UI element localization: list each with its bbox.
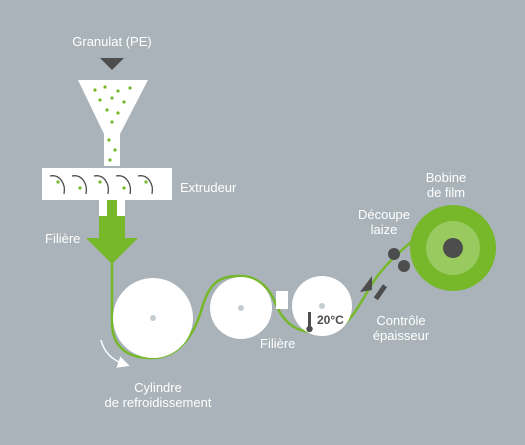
label-filiere-top: Filière: [45, 231, 81, 246]
filiere-block: [276, 291, 288, 309]
middle-roller: [210, 277, 272, 339]
label-controle: Contrôle épaisseur: [358, 313, 444, 343]
hopper: [78, 80, 148, 166]
label-controle-line2: épaisseur: [372, 328, 430, 343]
label-cylindre: Cylindre de refroidissement: [78, 380, 238, 410]
cooling-roller: [113, 278, 193, 358]
label-bobine-line1: Bobine: [425, 170, 467, 185]
rotation-arrow-icon: [100, 339, 130, 368]
label-bobine: Bobine de film: [414, 170, 478, 200]
label-cylindre-line1: Cylindre: [134, 380, 182, 395]
extruder: [42, 168, 172, 200]
label-temperature: 20°C: [317, 313, 344, 327]
label-filiere-bottom: Filière: [260, 336, 296, 351]
cutting-rollers: [388, 248, 410, 272]
label-decoupe-line1: Découpe: [357, 207, 411, 222]
extruder-screw-icon: [49, 175, 154, 195]
label-bobine-line2: de film: [426, 185, 466, 200]
label-granulat: Granulat (PE): [72, 34, 152, 49]
filiere-die: [86, 200, 138, 264]
label-cylindre-line2: de refroidissement: [104, 395, 212, 410]
label-decoupe: Découpe laize: [348, 207, 420, 237]
thickness-sensor-bar: [373, 284, 388, 301]
pellets: [93, 85, 132, 162]
label-extrudeur: Extrudeur: [180, 180, 237, 195]
temperature-roller: [292, 276, 352, 336]
film-bobbin: [410, 205, 496, 291]
label-decoupe-line2: laize: [370, 222, 398, 237]
thermometer-icon: [306, 312, 313, 333]
label-controle-line1: Contrôle: [376, 313, 426, 328]
input-arrow-icon: [100, 58, 124, 70]
thickness-sensor-arrow-icon: [360, 276, 372, 292]
